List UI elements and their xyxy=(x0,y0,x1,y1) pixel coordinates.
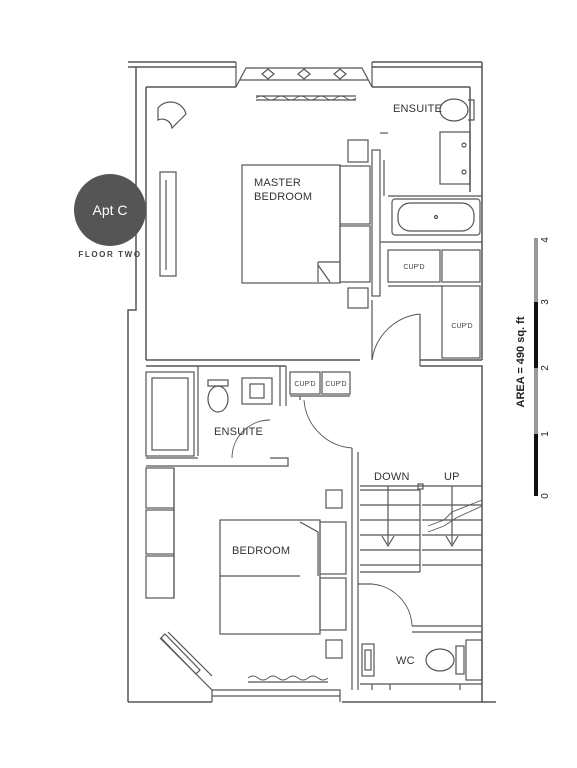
cupboard-label-2: CUP'D xyxy=(451,323,472,330)
bedroom-furniture xyxy=(145,467,347,659)
bottom-bay-window xyxy=(159,631,341,702)
ensuite-top-label: ENSUITE xyxy=(393,103,442,115)
ensuite-mid-label: ENSUITE xyxy=(214,426,263,438)
area-label: AREA = 490 sq. ft xyxy=(515,316,527,407)
master-cupboards xyxy=(387,249,481,359)
master-door xyxy=(371,300,421,366)
apartment-badge-circle xyxy=(74,174,146,246)
ensuite-top-fixtures xyxy=(380,98,482,243)
stair-hall xyxy=(351,452,483,690)
cupboard-label-1: CUP'D xyxy=(403,264,424,271)
cupboard-label-3: CUP'D xyxy=(294,381,315,388)
scale-bar: 0 1 2 3 4 AREA = 490 sq. ft xyxy=(515,237,551,499)
master-window-left xyxy=(159,171,177,277)
scale-segment-3 xyxy=(534,238,538,302)
wc-fixtures xyxy=(358,583,483,690)
master-bedroom-label-line1: MASTER xyxy=(254,177,301,189)
scale-tick-3: 3 xyxy=(540,299,551,305)
scale-segment-0 xyxy=(534,434,538,496)
stairs-up-label: UP xyxy=(444,471,460,483)
master-bedroom-furniture xyxy=(157,101,388,309)
floor-label: FLOOR TWO xyxy=(78,250,141,259)
scale-tick-1: 1 xyxy=(540,431,551,437)
scale-segment-1 xyxy=(534,368,538,434)
scale-tick-0: 0 xyxy=(540,493,551,499)
top-bay-window xyxy=(235,62,373,101)
apartment-badge-label: Apt C xyxy=(92,202,127,218)
stairs-down-label: DOWN xyxy=(374,471,410,483)
scale-tick-4: 4 xyxy=(540,237,551,243)
scale-segment-2 xyxy=(534,302,538,368)
scale-tick-2: 2 xyxy=(540,365,551,371)
bedroom-label: BEDROOM xyxy=(232,545,290,557)
master-bedroom-label-line2: BEDROOM xyxy=(254,191,312,203)
cupboard-label-4: CUP'D xyxy=(325,381,346,388)
wc-label: WC xyxy=(396,655,415,667)
ensuite-mid-fixtures xyxy=(145,366,353,467)
